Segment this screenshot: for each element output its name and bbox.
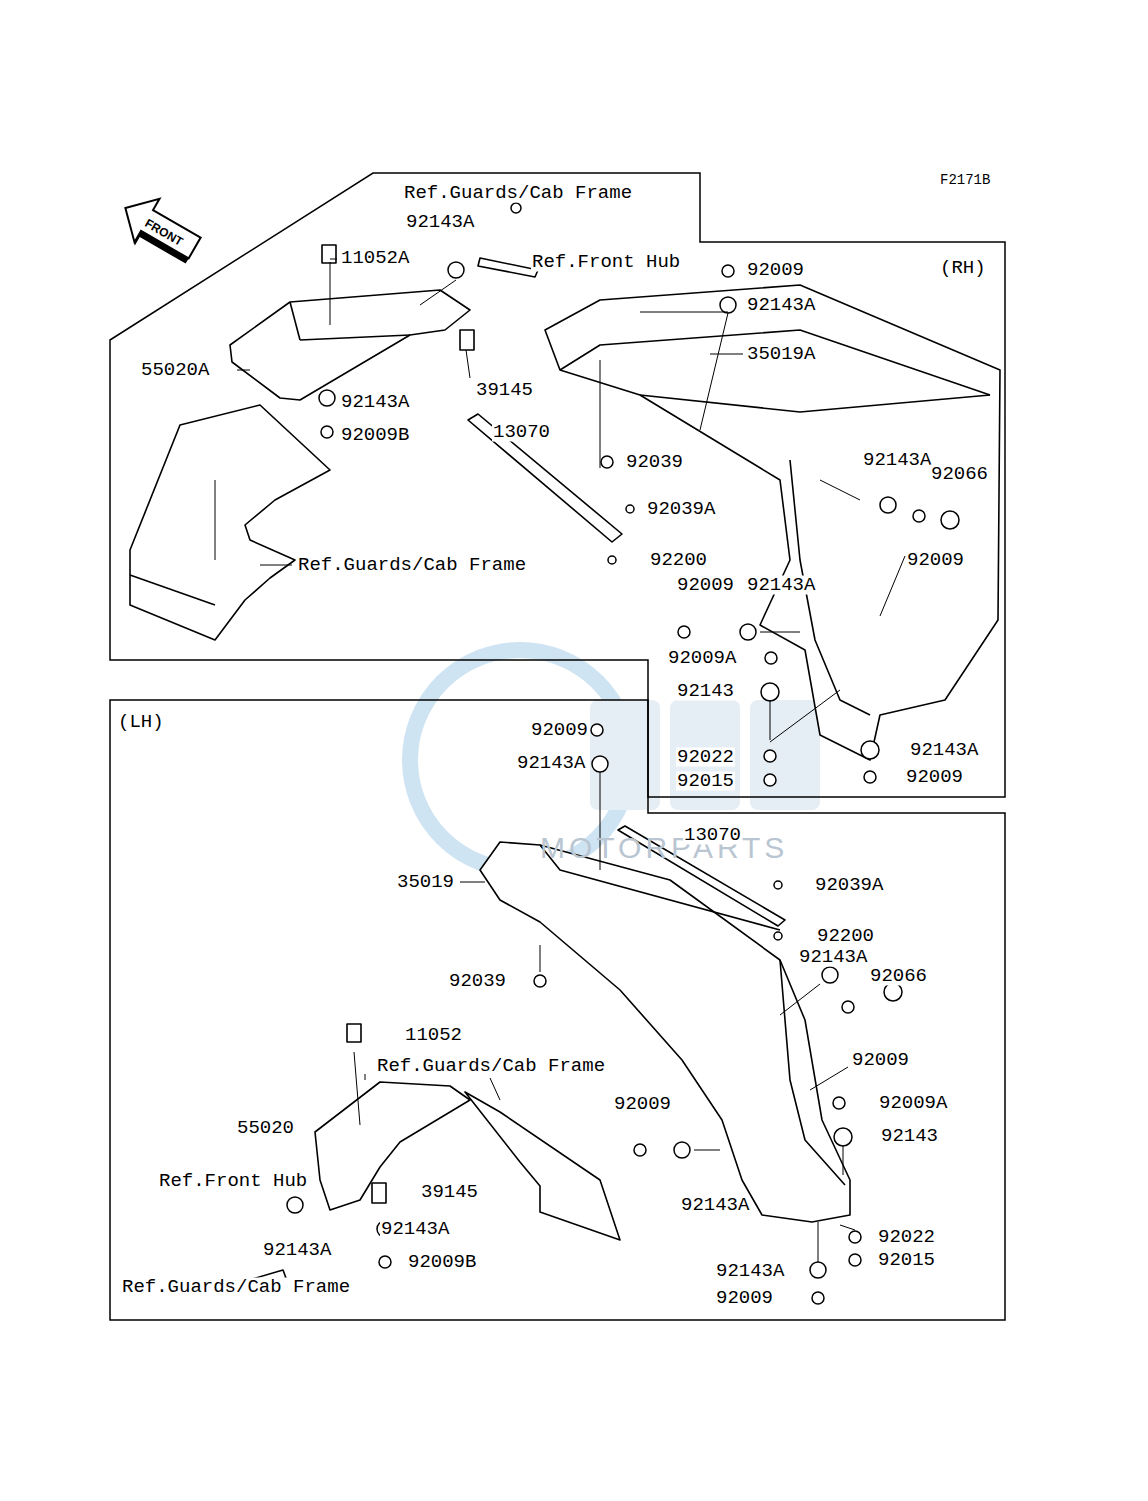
panel-part — [465, 1092, 620, 1240]
callout-number: 92066 — [930, 465, 989, 484]
callout-number: 39145 — [475, 381, 534, 400]
watermark: MOTORPARTS — [540, 833, 788, 863]
callout-number: 92066 — [869, 967, 928, 986]
callout-number: 35019 — [396, 873, 455, 892]
callout-number: 55020 — [236, 1119, 295, 1138]
callout-number: 35019A — [746, 345, 816, 364]
reference-note: Ref.Front Hub — [531, 253, 681, 272]
callout-number: 92009A — [878, 1094, 948, 1113]
watermark-letters — [590, 700, 820, 810]
callout-number: 92009 — [851, 1051, 910, 1070]
callout-number: 11052A — [340, 249, 410, 268]
edge-line — [780, 960, 845, 1185]
callout-number: 55020A — [140, 361, 210, 380]
panel-frame: (LH) — [110, 700, 1005, 1320]
callout-number: 92009 — [906, 551, 965, 570]
edge-line — [640, 395, 990, 412]
callout-number: 92009 — [746, 261, 805, 280]
edge-line — [560, 330, 990, 395]
reference-note: Ref.Guards/Cab Frame — [403, 184, 633, 203]
callout-number: 92200 — [649, 551, 708, 570]
panel-outline — [110, 700, 1005, 1320]
fender-part — [545, 285, 1000, 760]
callout-number: 92143A — [380, 1220, 450, 1239]
fasteners — [287, 203, 959, 1304]
callout-number: 92009B — [407, 1253, 477, 1272]
guard-part — [230, 290, 470, 400]
callout-number: 92039A — [814, 876, 884, 895]
callout-number: 92143A — [746, 576, 816, 595]
callout-number: 92143A — [262, 1241, 332, 1260]
callout-number: 92143 — [880, 1127, 939, 1146]
callout-number: 92143A — [516, 754, 586, 773]
callout-number: 92143A — [340, 393, 410, 412]
callout-number: 92200 — [816, 927, 875, 946]
reference-note: Ref.Front Hub — [158, 1172, 308, 1191]
callout-number: 92009A — [667, 649, 737, 668]
callout-number: 92143A — [746, 296, 816, 315]
callout-number: 92039A — [646, 500, 716, 519]
bracket-part — [347, 1024, 361, 1042]
clip-part — [372, 1183, 386, 1203]
bracket-part — [322, 245, 336, 263]
reference-note: Ref.Guards/Cab Frame — [376, 1057, 606, 1076]
callout-number: 13070 — [683, 826, 742, 845]
callout-number: 92039 — [448, 972, 507, 991]
callout-number: 92143 — [676, 682, 735, 701]
hub-part — [478, 258, 538, 277]
front-arrow — [111, 186, 207, 272]
callout-number: 13070 — [492, 423, 551, 442]
figure-code: F2171B — [940, 173, 990, 187]
edge-line — [300, 335, 410, 340]
callout-number: 92039 — [625, 453, 684, 472]
edge-line — [130, 575, 215, 605]
callout-number: 92009B — [340, 426, 410, 445]
reference-note: Ref.Guards/Cab Frame — [121, 1278, 351, 1297]
callout-number: 92143A — [909, 741, 979, 760]
leader-lines — [215, 259, 905, 1262]
strip-part — [468, 414, 622, 542]
callout-number: 92022 — [877, 1228, 936, 1247]
side-label: (RH) — [940, 257, 986, 279]
callout-number: 92009 — [905, 768, 964, 787]
clip-part — [460, 330, 474, 350]
callout-number: 92143A — [680, 1196, 750, 1215]
callout-number: 92009 — [715, 1289, 774, 1308]
callout-number: 11052 — [404, 1026, 463, 1045]
callout-number: 92143A — [715, 1262, 785, 1281]
callout-number: 92009 — [613, 1095, 672, 1114]
callout-number: 92022 — [676, 748, 735, 767]
callout-number: 39145 — [420, 1183, 479, 1202]
callout-number: 92015 — [676, 772, 735, 791]
side-label: (LH) — [118, 711, 164, 733]
callout-number: 92143A — [798, 948, 868, 967]
edge-line — [290, 302, 300, 340]
reference-note: Ref.Guards/Cab Frame — [297, 556, 527, 575]
callout-number: 92143A — [405, 213, 475, 232]
callout-number: 92009 — [530, 721, 589, 740]
callout-number: 92143A — [862, 451, 932, 470]
callout-number: 92015 — [877, 1251, 936, 1270]
callout-number: 92009 — [676, 576, 735, 595]
panel-part — [130, 405, 330, 640]
